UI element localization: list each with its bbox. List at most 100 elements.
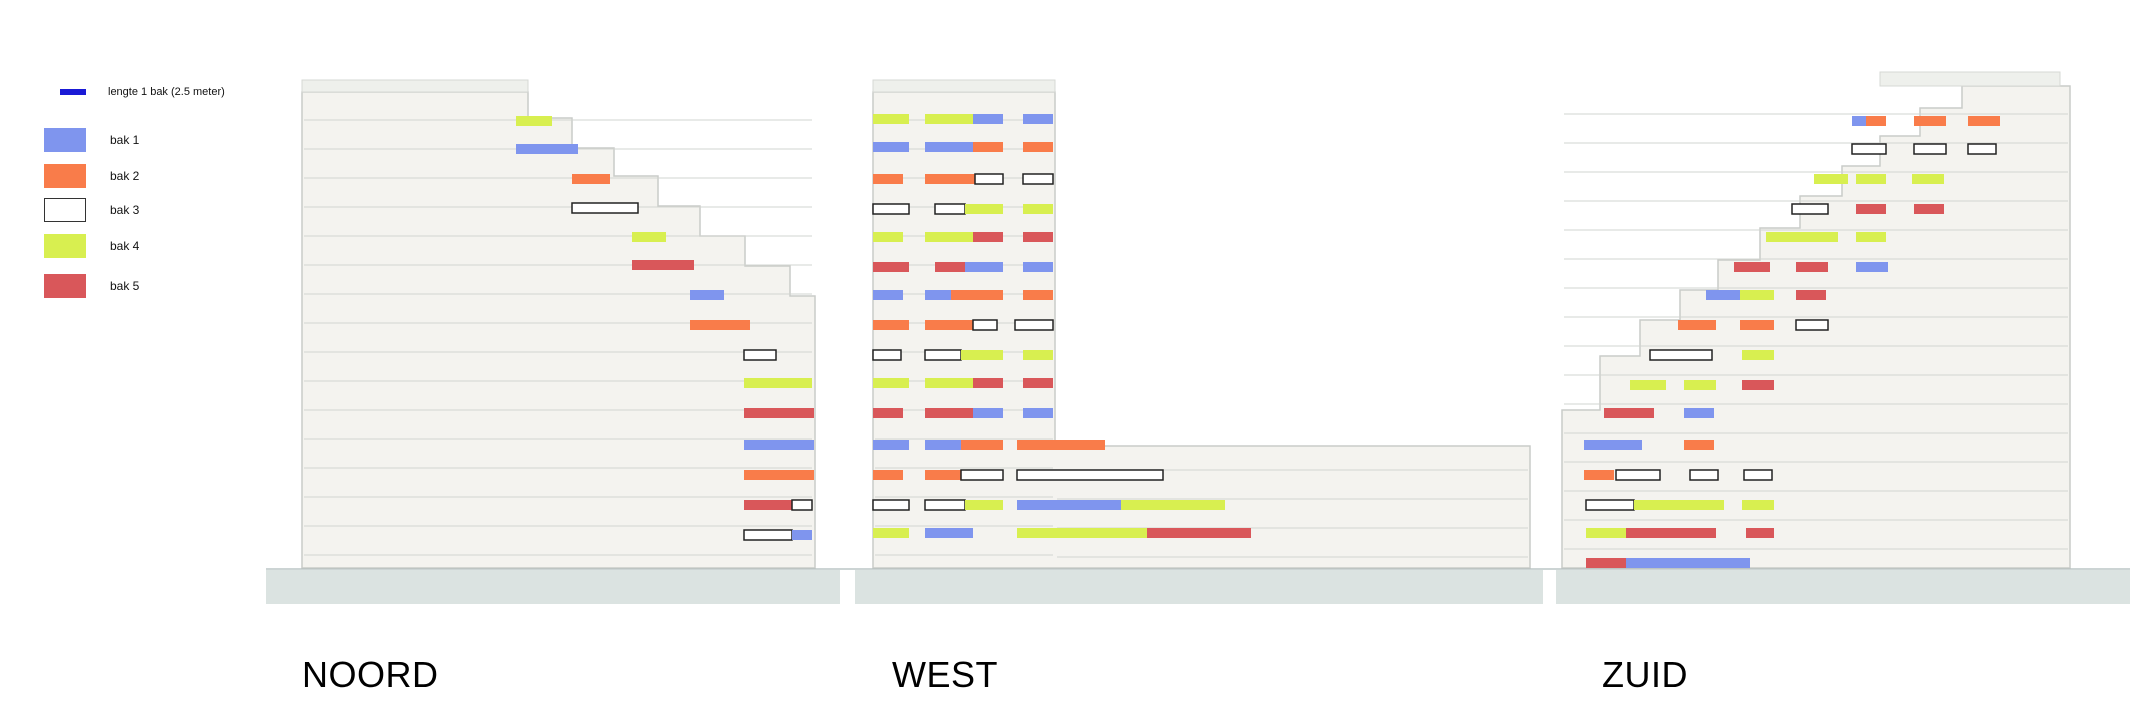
planter-box	[873, 142, 909, 152]
planter-box	[925, 320, 973, 330]
planter-box	[1147, 528, 1251, 538]
planter-box	[951, 290, 1003, 300]
planter-box	[1586, 528, 1626, 538]
legend-item-bak-5: bak 5	[44, 274, 139, 298]
planter-box	[973, 114, 1003, 124]
planter-box	[1634, 500, 1724, 510]
planter-box	[1766, 232, 1838, 242]
planter-box	[1584, 470, 1614, 480]
planter-box	[1023, 290, 1053, 300]
planter-box	[1023, 232, 1053, 242]
planter-box	[1023, 114, 1053, 124]
planter-box	[744, 470, 814, 480]
legend-item-label: bak 3	[110, 203, 140, 217]
planter-box	[743, 349, 777, 361]
legend-item-bak-1: bak 1	[44, 128, 139, 152]
bak-4-swatch-icon	[44, 234, 86, 258]
planter-box	[1684, 408, 1714, 418]
planter-box	[1796, 262, 1828, 272]
planter-box	[925, 290, 951, 300]
planter-box	[1017, 528, 1147, 538]
planter-box	[872, 349, 902, 361]
planter-box	[973, 378, 1003, 388]
bak-2-swatch-icon	[44, 164, 86, 188]
ground-zuid	[1556, 570, 2130, 604]
planter-box	[873, 470, 903, 480]
planter-box	[925, 174, 975, 184]
planter-box	[1121, 500, 1225, 510]
bak-3-swatch-icon	[44, 198, 86, 222]
planter-box	[1615, 469, 1661, 481]
elevation-label-west: WEST	[892, 654, 998, 695]
bak-5-swatch-icon	[44, 274, 86, 298]
planter-box	[1791, 203, 1829, 215]
planter-box	[1684, 440, 1714, 450]
elevation-label-zuid: ZUID	[1602, 654, 1688, 695]
scale-bar-icon	[60, 89, 86, 95]
planter-box	[873, 528, 909, 538]
planter-box	[1914, 116, 1946, 126]
planter-box	[965, 500, 1003, 510]
planter-box	[571, 202, 639, 214]
planter-box	[1023, 408, 1053, 418]
planter-box	[1968, 116, 2000, 126]
planter-box	[1684, 380, 1716, 390]
planter-box	[873, 232, 903, 242]
planter-box	[1912, 174, 1944, 184]
planter-box	[925, 408, 973, 418]
planter-box	[1742, 500, 1774, 510]
building-noord	[301, 79, 816, 569]
planter-box	[1743, 469, 1773, 481]
planter-box	[873, 114, 909, 124]
planter-box	[1586, 558, 1626, 568]
legend: lengte 1 bak (2.5 meter) bak 1 bak 2 bak…	[44, 80, 284, 320]
planter-box	[1740, 290, 1774, 300]
planter-box	[1678, 320, 1716, 330]
planter-box	[632, 232, 666, 242]
bak-1-swatch-icon	[44, 128, 86, 152]
planter-box	[1626, 558, 1750, 568]
planter-box	[965, 262, 1003, 272]
planter-box	[572, 174, 610, 184]
planter-box	[873, 262, 909, 272]
planter-box	[873, 320, 909, 330]
planter-box	[1734, 262, 1770, 272]
planter-box	[743, 529, 793, 541]
planter-box	[873, 174, 903, 184]
planter-box	[1017, 440, 1105, 450]
planter-box	[924, 349, 962, 361]
planter-box	[872, 203, 910, 215]
planter-box	[1023, 204, 1053, 214]
planter-box	[935, 262, 965, 272]
legend-item-bak-3: bak 3	[44, 198, 139, 222]
planter-box	[1017, 500, 1121, 510]
planter-box	[973, 408, 1003, 418]
planter-box	[925, 528, 973, 538]
planter-box	[1856, 174, 1886, 184]
planter-box	[925, 440, 961, 450]
legend-scale: lengte 1 bak (2.5 meter)	[44, 86, 225, 98]
planter-box	[1023, 378, 1053, 388]
planter-box	[1814, 174, 1848, 184]
ground-noord	[266, 570, 840, 604]
planter-box	[1016, 469, 1164, 481]
planter-box	[744, 500, 792, 510]
planter-box	[934, 203, 966, 215]
planter-box	[690, 320, 750, 330]
planter-box	[1967, 143, 1997, 155]
planter-box	[744, 408, 814, 418]
planter-box	[1014, 319, 1054, 331]
planter-box	[1585, 499, 1635, 511]
elevation-label-noord: NOORD	[302, 654, 439, 695]
planter-box	[1022, 173, 1054, 185]
planter-box	[924, 499, 966, 511]
planter-box	[1689, 469, 1719, 481]
planter-box	[1740, 320, 1774, 330]
planter-box	[872, 499, 910, 511]
planter-box	[1023, 262, 1053, 272]
planter-box	[1914, 204, 1944, 214]
legend-item-label: bak 2	[110, 169, 140, 183]
planter-box	[1856, 232, 1886, 242]
planter-box	[1795, 319, 1829, 331]
